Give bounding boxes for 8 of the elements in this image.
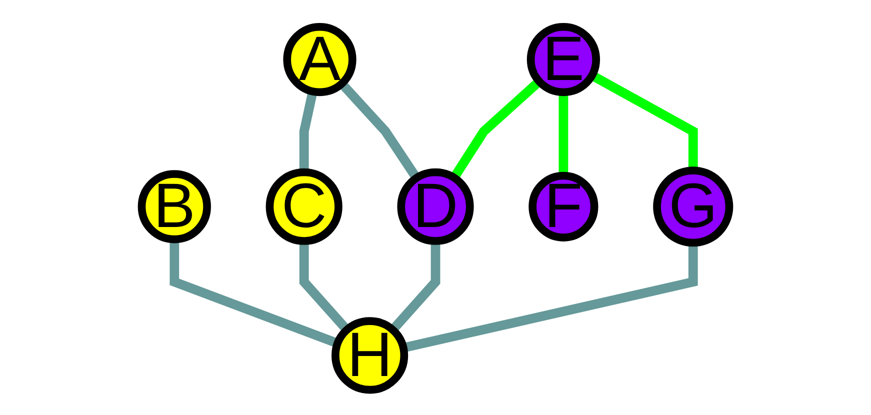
node-circle: B bbox=[138, 170, 211, 244]
node-circle: H bbox=[332, 317, 408, 394]
node-circle: D bbox=[397, 168, 474, 245]
node-circle: C bbox=[266, 168, 342, 245]
node-circle: E bbox=[526, 22, 600, 96]
node-circle: F bbox=[528, 172, 598, 242]
node-circle: G bbox=[653, 166, 734, 247]
node-circle: A bbox=[283, 22, 356, 96]
